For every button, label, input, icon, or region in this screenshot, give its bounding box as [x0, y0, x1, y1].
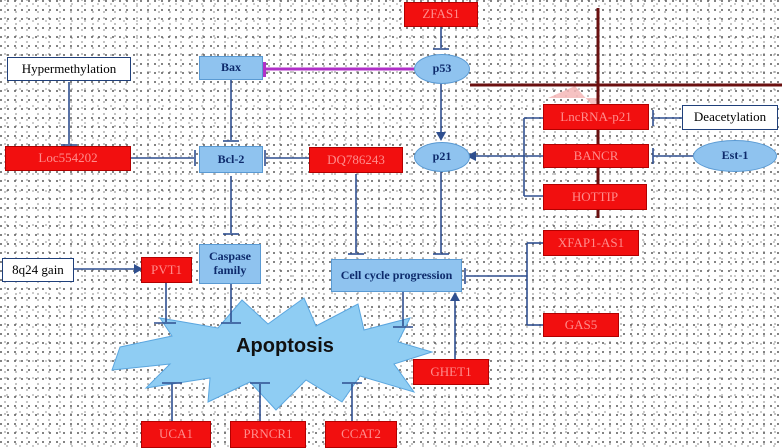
node-loc554202: Loc554202 [5, 146, 131, 171]
node-hottip: HOTTIP [543, 184, 647, 210]
node-cell-cycle-progression: Cell cycle progression [331, 259, 462, 292]
node-deacetylation: Deacetylation [682, 105, 778, 130]
node-caspase-family: Caspase family [199, 244, 261, 284]
node-bancr: BANCR [543, 144, 649, 168]
node-xfap1-as1: XFAP1-AS1 [543, 230, 639, 256]
node-pvt1: PVT1 [141, 257, 192, 283]
node-p53: p53 [414, 54, 470, 84]
node-zfas1: ZFAS1 [404, 2, 478, 27]
node-gas5: GAS5 [543, 313, 619, 337]
node-p21: p21 [414, 142, 470, 172]
node-apoptosis: Apoptosis [236, 335, 334, 357]
node-hypermethylation: Hypermethylation [7, 57, 131, 81]
node-dq786243: DQ786243 [309, 147, 403, 173]
node-uca1: UCA1 [141, 421, 211, 448]
apoptosis-burst [111, 297, 434, 411]
node-est1: Est-1 [693, 140, 777, 172]
node-ghet1: GHET1 [413, 359, 489, 385]
node-prncr1: PRNCR1 [230, 421, 306, 448]
node-lncrna-p21: LncRNA-p21 [543, 104, 649, 130]
node-8q24-gain: 8q24 gain [2, 258, 74, 282]
node-bax: Bax [199, 56, 263, 80]
pink-wedge [548, 86, 598, 112]
node-ccat2: CCAT2 [325, 421, 397, 448]
node-bcl2: Bcl-2 [199, 146, 263, 173]
